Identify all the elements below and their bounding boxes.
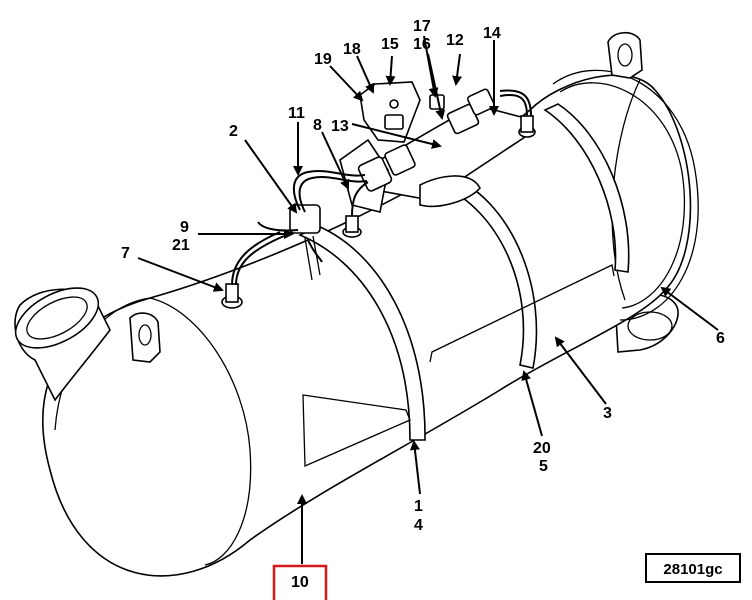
- reference-box: 28101gc: [645, 553, 741, 583]
- callout-21: 21: [172, 237, 190, 254]
- callout-13: 13: [331, 118, 349, 135]
- callout-2: 2: [229, 123, 238, 140]
- callout-11: 11: [288, 105, 305, 122]
- highlight-bracket: [272, 564, 328, 600]
- callout-labels: 2 11 8 13 19 18 15 17 16 12 14 9 21 7 6 …: [121, 18, 725, 591]
- callout-15: 15: [381, 36, 399, 53]
- callout-5: 5: [539, 458, 548, 475]
- reference-label: 28101gc: [663, 561, 722, 578]
- callout-1: 1: [414, 498, 423, 515]
- callout-16: 16: [413, 36, 431, 53]
- sensor-bracket-assembly: [221, 81, 536, 309]
- callout-17: 17: [413, 18, 431, 35]
- callout-3: 3: [603, 405, 612, 422]
- callout-4: 4: [414, 517, 423, 534]
- callout-9: 9: [180, 219, 189, 236]
- callout-18: 18: [343, 41, 361, 58]
- callout-leaders: [137, 35, 719, 564]
- callout-6: 6: [716, 330, 725, 347]
- callout-10: 10: [291, 574, 309, 591]
- callout-12: 12: [446, 32, 464, 49]
- callout-19: 19: [314, 51, 332, 68]
- callout-8: 8: [313, 117, 322, 134]
- canister-body: [14, 31, 699, 577]
- callout-14: 14: [483, 25, 501, 42]
- callout-7: 7: [121, 245, 130, 262]
- callout-20: 20: [533, 440, 551, 457]
